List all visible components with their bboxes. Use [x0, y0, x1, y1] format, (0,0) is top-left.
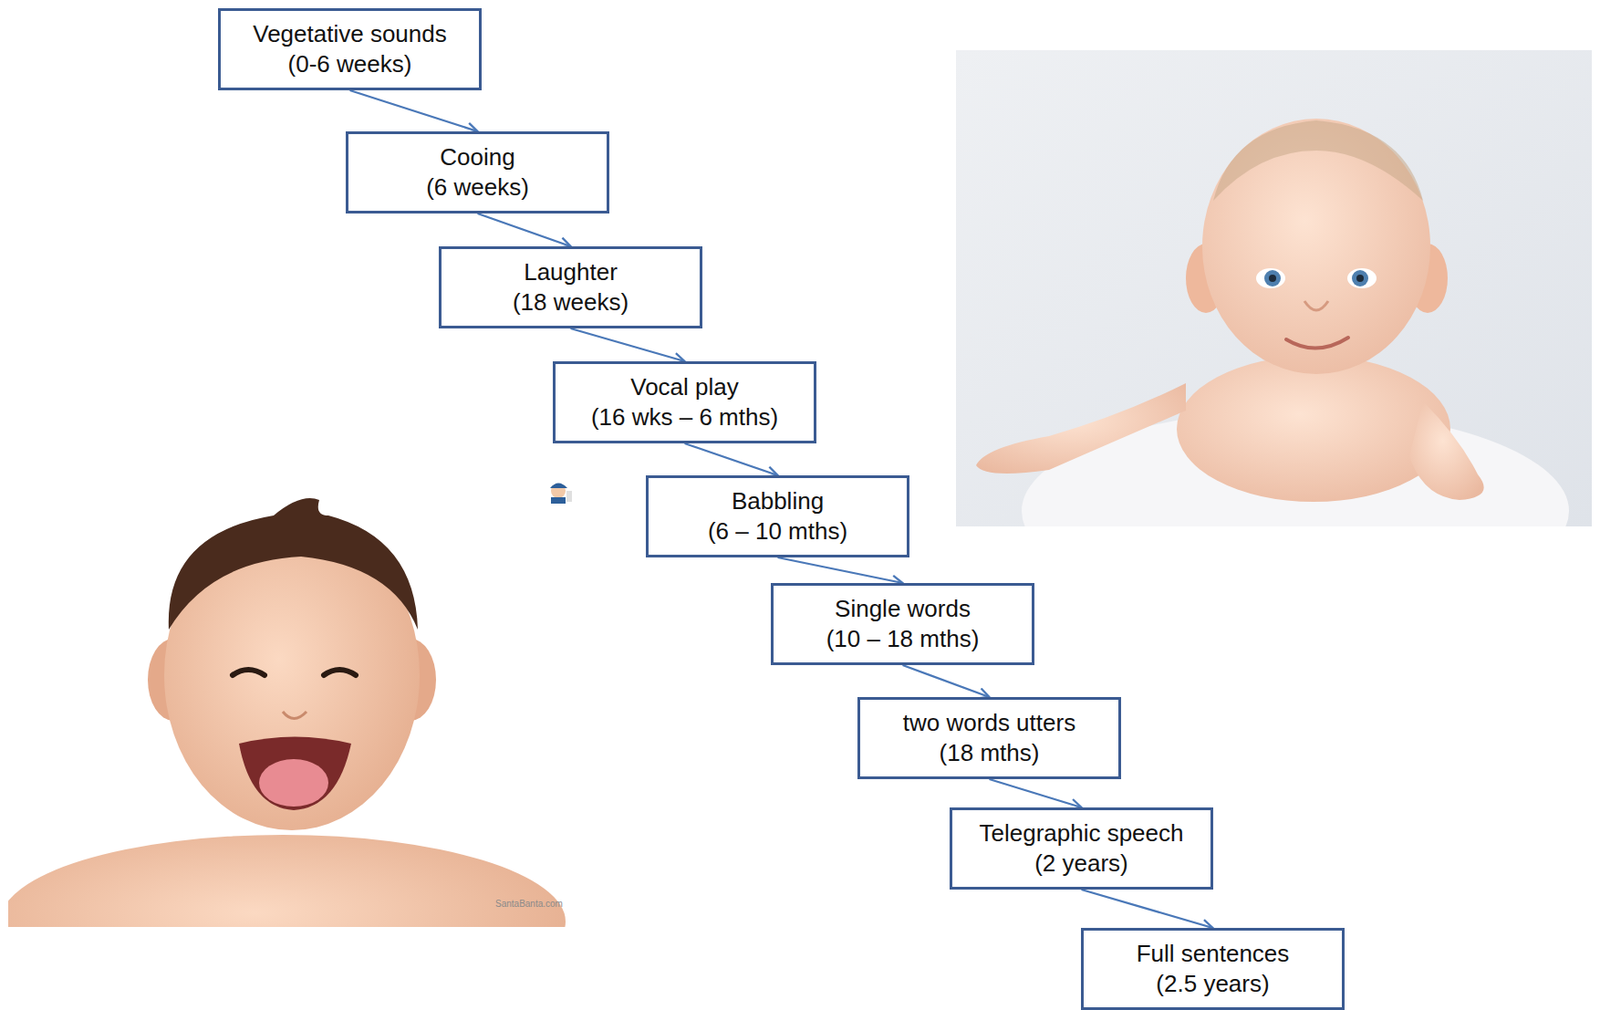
baby-eye: [323, 669, 356, 676]
baby-pupil: [1356, 274, 1364, 282]
stage-age: (0-6 weeks): [288, 49, 413, 80]
baby-body: [8, 834, 566, 927]
baby-mouth: [1286, 337, 1349, 349]
baby-photo: [955, 50, 1592, 527]
baby-iris: [1264, 270, 1281, 287]
stage-name: Full sentences: [1136, 938, 1290, 969]
baby-photo: [8, 479, 567, 927]
icon-body: [550, 497, 566, 504]
stage-age: (6 weeks): [425, 172, 530, 203]
baby-hair: [168, 498, 418, 630]
icon-item: [566, 490, 572, 502]
stage-name: Laughter: [523, 257, 618, 288]
stage-box: Vegetative sounds(0-6 weeks): [218, 8, 482, 91]
stage-name: Vegetative sounds: [252, 19, 447, 50]
stage-name: Single words: [834, 593, 971, 624]
flow-arrow: [778, 557, 904, 583]
stage-box: Full sentences(2.5 years): [1080, 927, 1345, 1010]
baby-arm: [976, 383, 1186, 474]
icon-cap: [550, 483, 568, 489]
small-icon: [550, 483, 572, 505]
stage-box: Telegraphic speech(2 years): [949, 807, 1214, 890]
baby-pupil: [1268, 274, 1277, 282]
stage-name: Vocal play: [630, 372, 739, 403]
stage-box: Single words(10 – 18 mths): [770, 582, 1035, 665]
stage-name: Cooing: [439, 142, 515, 173]
stage-box: Cooing(6 weeks): [345, 131, 610, 214]
stage-box: Vocal play(16 wks – 6 mths): [552, 361, 817, 444]
baby-eye: [232, 669, 265, 676]
watermark: SantaBanta.com: [495, 898, 563, 909]
baby-body: [1176, 355, 1451, 502]
stage-age: (2 years): [1034, 848, 1129, 879]
baby-nose: [282, 711, 307, 719]
stage-age: (18 weeks): [512, 287, 629, 318]
stage-name: Telegraphic speech: [978, 818, 1184, 849]
flow-arrow: [685, 443, 779, 476]
baby-eye: [1347, 268, 1377, 289]
flow-arrow: [989, 779, 1082, 808]
baby-hair: [1213, 120, 1424, 201]
baby-tongue: [259, 758, 329, 807]
flow-arrow: [477, 213, 572, 247]
stage-age: (16 wks – 6 mths): [591, 402, 779, 433]
flow-arrow: [571, 328, 686, 362]
stage-box: two words utters(18 mths): [857, 696, 1122, 780]
flow-arrow: [903, 664, 990, 697]
baby-nose: [1304, 301, 1329, 311]
stage-age: (18 mths): [939, 737, 1040, 769]
stage-box: Babbling(6 – 10 mths): [645, 475, 910, 558]
flow-arrow: [1081, 889, 1214, 928]
baby-head: [1202, 118, 1431, 375]
stage-age: (6 – 10 mths): [707, 516, 848, 547]
stage-name: two words utters: [903, 707, 1076, 738]
stage-name: Babbling: [731, 486, 824, 517]
baby-eye: [1256, 268, 1286, 289]
flow-arrow: [350, 90, 478, 132]
stage-age: (2.5 years): [1155, 968, 1269, 999]
baby-iris: [1351, 270, 1369, 287]
baby-arm: [1409, 401, 1485, 500]
baby-mouth: [238, 737, 352, 811]
stage-age: (10 – 18 mths): [826, 623, 980, 655]
stage-box: Laughter(18 weeks): [438, 246, 703, 329]
